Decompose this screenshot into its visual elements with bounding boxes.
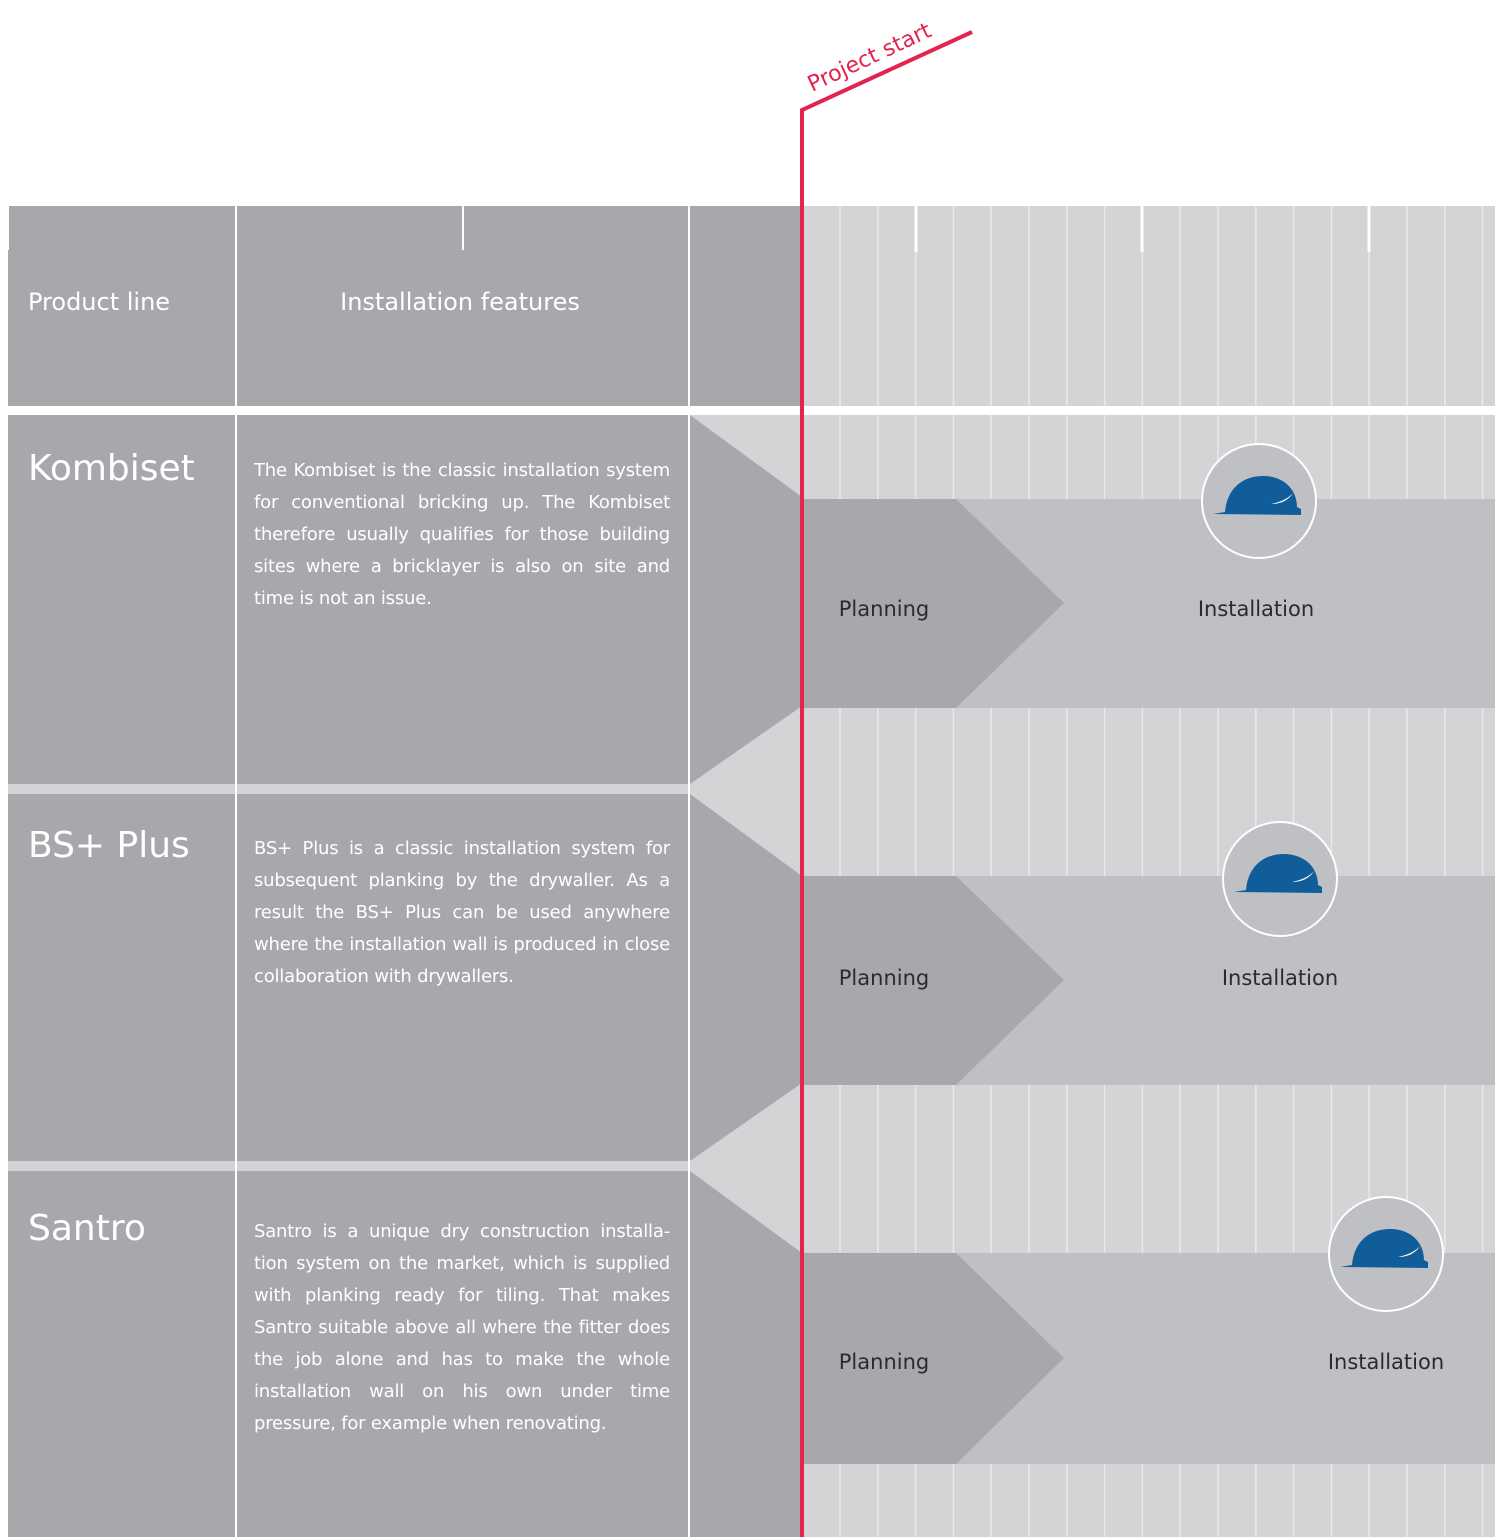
hard-hat-icon [1222,821,1338,937]
product-name-kombiset: Kombiset [28,448,195,489]
row-chevrons [690,415,802,1253]
header-product-line: Product line [28,288,170,316]
description-kombiset: The Kombiset is the classic installation… [254,460,670,609]
header-divider [8,406,1495,415]
row-divider [8,784,802,794]
column-lines [235,415,690,1537]
description-santro: Santro is a unique dry construction inst… [254,1221,670,1434]
product-name-bsplus: BS+ Plus [28,825,190,866]
phase-planning-santro: Planning [839,1350,929,1374]
hard-hat-icon [1328,1196,1444,1312]
row-divider [8,1161,802,1171]
phase-planning-kombiset: Planning [839,597,929,621]
header-installation-features: Installation features [340,288,580,316]
phase-planning-bsplus: Planning [839,966,929,990]
table-background [8,206,802,1537]
planning-arrow-santro [802,1253,1064,1464]
header-ticks [7,206,1371,406]
project-start-line [800,30,973,1537]
planning-arrow-kombiset [802,499,1064,708]
phase-installation-bsplus: Installation [1222,966,1338,990]
phase-installation-kombiset: Installation [1198,597,1314,621]
description-bsplus: BS+ Plus is a classic installation syste… [254,838,670,987]
hard-hat-icon [1201,443,1317,559]
phase-bands [802,499,1495,1464]
planning-arrow-bsplus [802,876,1064,1085]
product-name-santro: Santro [28,1208,146,1249]
phase-installation-santro: Installation [1328,1350,1444,1374]
